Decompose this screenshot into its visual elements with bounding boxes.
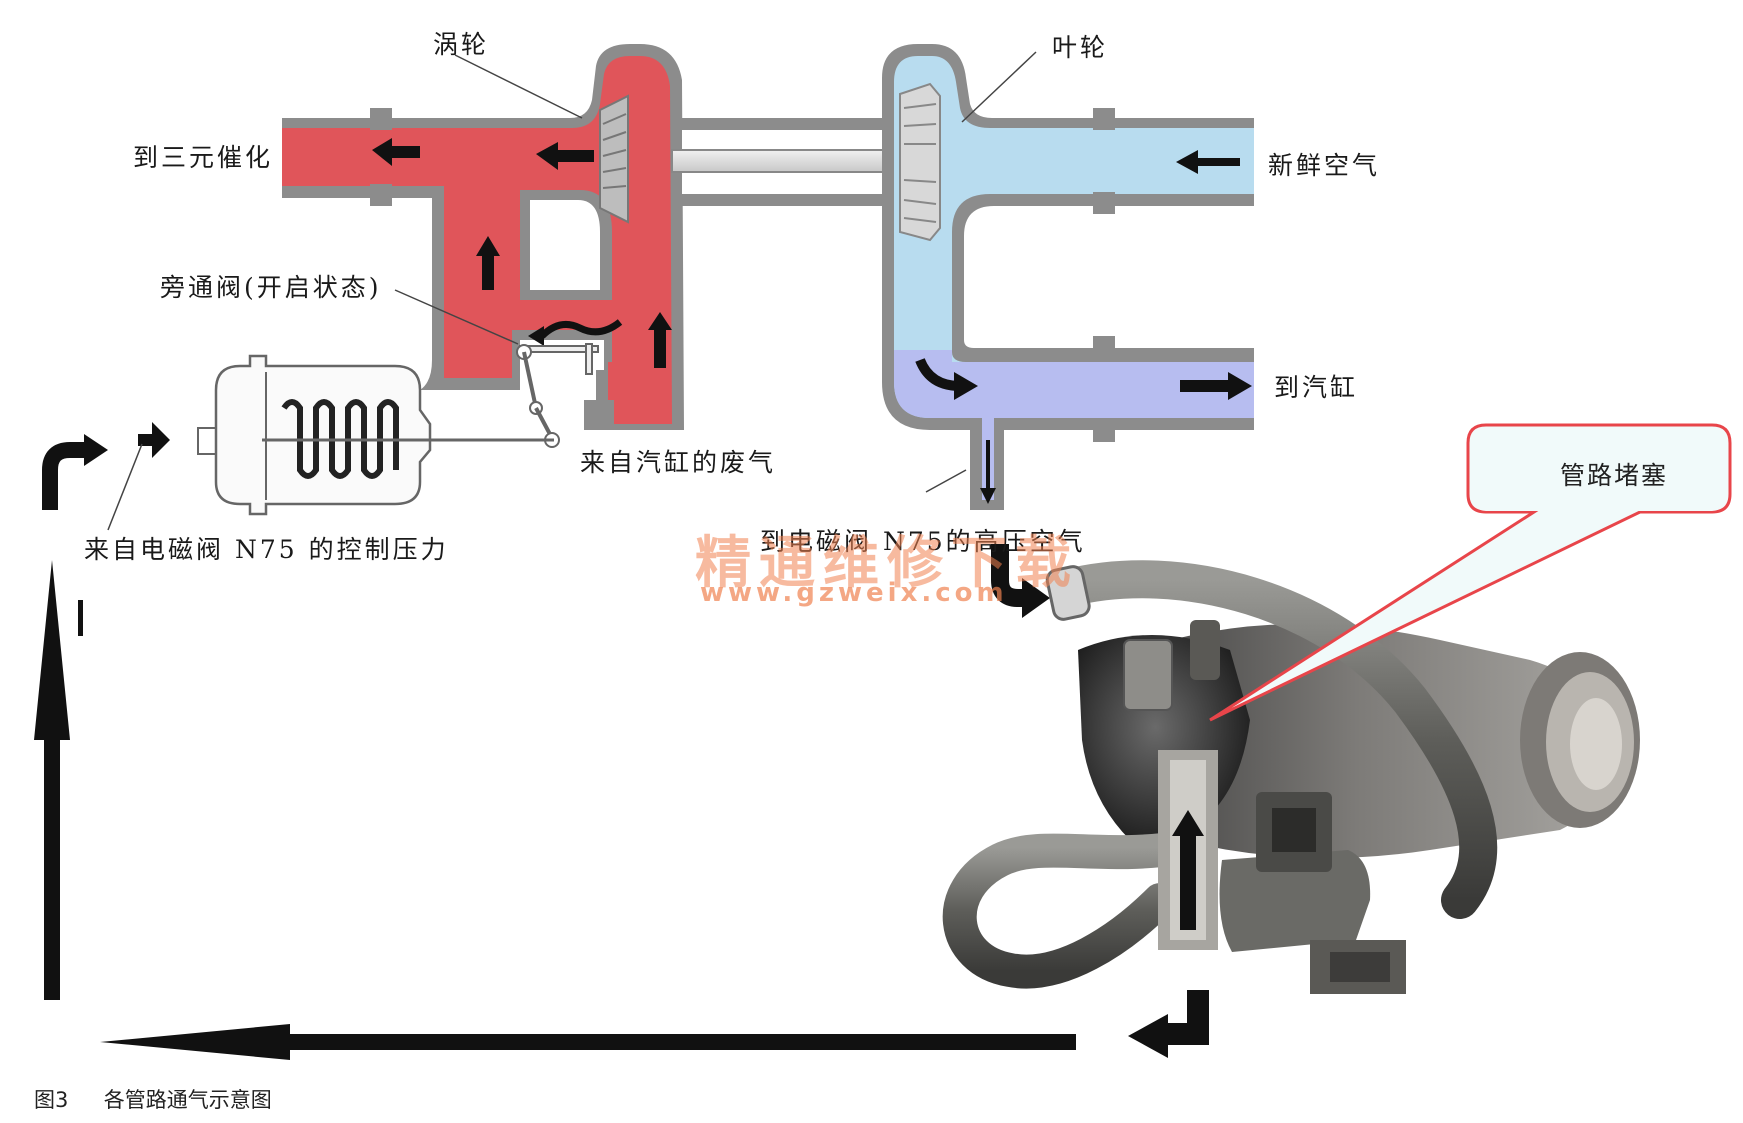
- bypass-valve: [516, 343, 599, 448]
- solenoid-valve-assembly: [942, 560, 1640, 994]
- caption-title: 各管路通气示意图: [103, 1088, 272, 1112]
- caption-figure-number: 图3: [34, 1088, 69, 1112]
- wastegate-actuator: [42, 354, 554, 516]
- exhaust-housing: [282, 44, 684, 430]
- label-to-cylinder: 到汽缸: [1274, 373, 1359, 402]
- compressor-housing: [882, 44, 1254, 510]
- turbine-wheel: [599, 94, 629, 224]
- figure-caption: 图3 各管路通气示意图: [34, 1084, 272, 1114]
- turbo-shaft: [671, 118, 903, 206]
- label-fresh-air: 新鲜空气: [1268, 151, 1381, 180]
- compressor-impeller: [899, 82, 941, 242]
- cylinder-air-channel: [894, 350, 1254, 500]
- label-impeller: 叶轮: [1052, 33, 1109, 62]
- callout-text: 管路堵塞: [1560, 461, 1669, 490]
- label-to-catalyst: 到三元催化: [133, 143, 274, 172]
- label-control-pressure: 来自电磁阀 N75 的控制压力: [84, 535, 449, 564]
- label-turbine: 涡轮: [433, 30, 490, 59]
- flow-arrows: [34, 544, 1209, 1060]
- leader-lines: [107, 51, 1037, 531]
- blockage-callout: [1209, 423, 1732, 722]
- label-exhaust-from-cylinder: 来自汽缸的废气: [580, 448, 777, 477]
- label-bypass-valve: 旁通阀(开启状态): [160, 273, 382, 302]
- label-high-pressure-air: 到电磁阀 N75的高压空气: [760, 527, 1086, 556]
